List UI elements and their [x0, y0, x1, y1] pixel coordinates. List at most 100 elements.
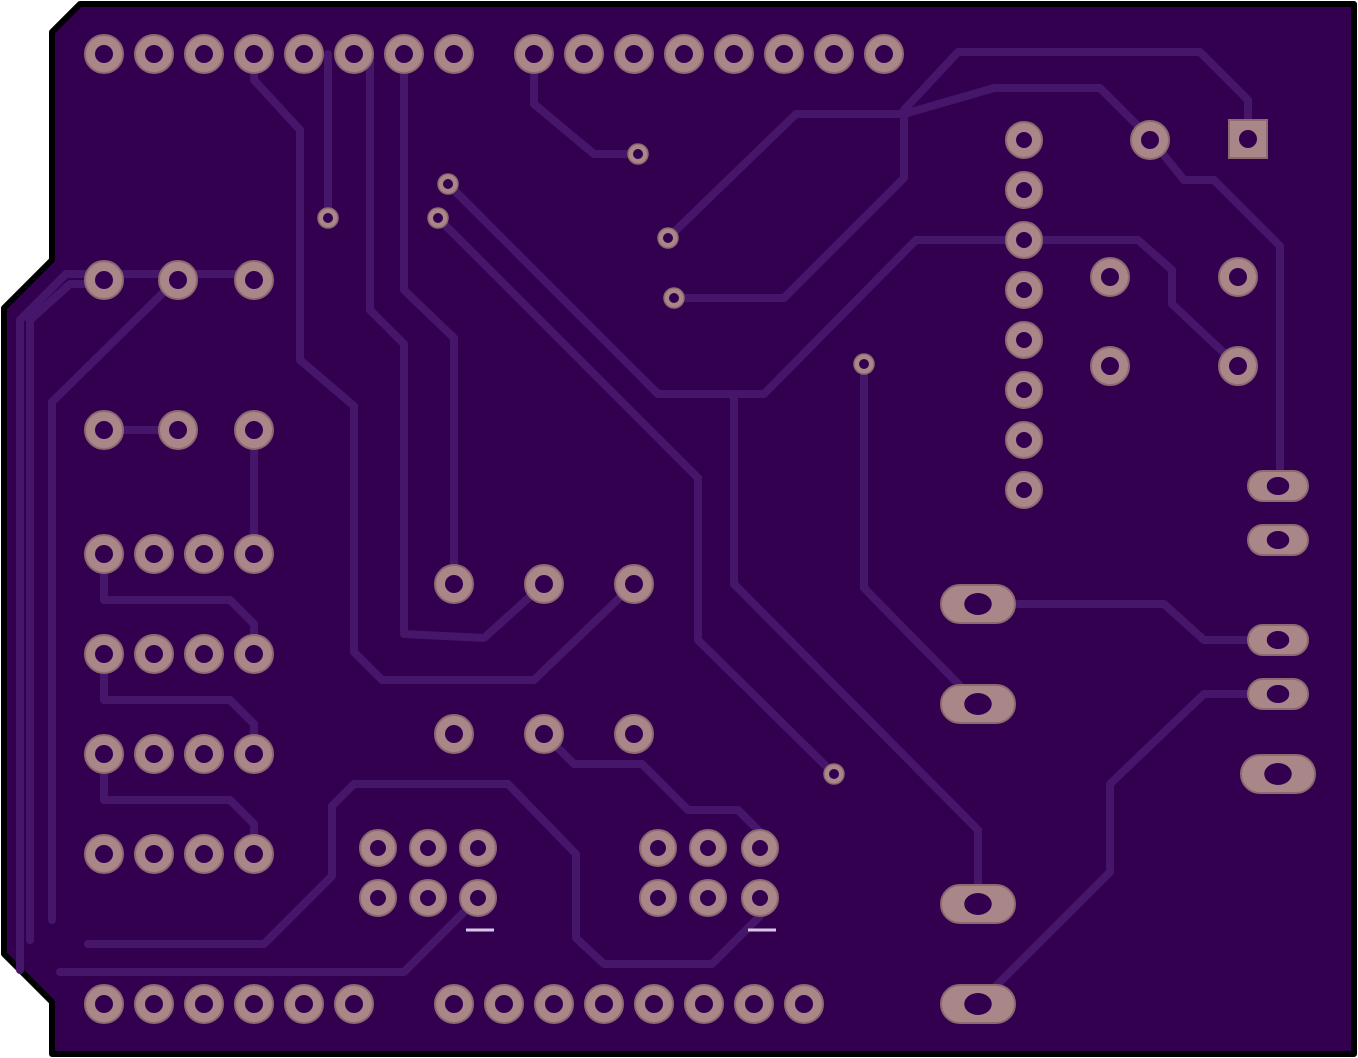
copper-trace [664, 84, 1154, 242]
oval-pad [1240, 754, 1316, 794]
through-hole-pad [134, 834, 174, 874]
through-hole-pad [84, 734, 124, 774]
through-hole-pad [1090, 257, 1130, 297]
through-hole-pad [334, 984, 374, 1024]
through-hole-pad [234, 534, 274, 574]
copper-trace [730, 390, 982, 908]
through-hole-pad [234, 834, 274, 874]
through-hole-pad [134, 734, 174, 774]
through-hole-pad [134, 984, 174, 1024]
through-hole-pad [614, 564, 654, 604]
through-hole-pad [84, 634, 124, 674]
copper-trace [84, 780, 764, 968]
through-hole-pad [84, 534, 124, 574]
via [437, 173, 459, 195]
through-hole-pad [1218, 257, 1258, 297]
through-hole-pad [234, 260, 274, 300]
copper-trace [366, 50, 548, 642]
copper-trace [1014, 600, 1282, 644]
through-hole-pad [234, 634, 274, 674]
oval-pad [940, 984, 1016, 1024]
through-hole-pad [1005, 121, 1043, 159]
through-hole-pad [134, 534, 174, 574]
oval-pad [1247, 678, 1309, 710]
through-hole-pad [814, 34, 854, 74]
through-hole-pad [184, 534, 224, 574]
through-hole-pad [741, 879, 779, 917]
through-hole-pad [158, 260, 198, 300]
through-hole-pad [409, 829, 447, 867]
through-hole-pad [234, 984, 274, 1024]
square-pad [1228, 119, 1268, 159]
through-hole-pad [184, 34, 224, 74]
oval-pad [940, 584, 1016, 624]
through-hole-pad [134, 634, 174, 674]
through-hole-pad [1130, 120, 1170, 160]
through-hole-pad [514, 34, 554, 74]
via [657, 227, 679, 249]
through-hole-pad [334, 34, 374, 74]
oval-pad [940, 684, 1016, 724]
through-hole-pad [284, 984, 324, 1024]
through-hole-pad [1005, 471, 1043, 509]
through-hole-pad [459, 879, 497, 917]
through-hole-pad [234, 410, 274, 450]
through-hole-pad [184, 734, 224, 774]
through-hole-pad [524, 714, 564, 754]
through-hole-pad [484, 984, 524, 1024]
through-hole-pad [684, 984, 724, 1024]
oval-pad [940, 884, 1016, 924]
through-hole-pad [1005, 371, 1043, 409]
through-hole-pad [864, 34, 904, 74]
through-hole-pad [1005, 421, 1043, 459]
through-hole-pad [614, 714, 654, 754]
oval-pad [1247, 524, 1309, 556]
through-hole-pad [434, 34, 474, 74]
through-hole-pad [614, 34, 654, 74]
copper-trace [400, 50, 458, 588]
through-hole-pad [434, 714, 474, 754]
through-hole-pad [714, 34, 754, 74]
through-hole-pad [639, 829, 677, 867]
through-hole-pad [524, 564, 564, 604]
copper-trace [670, 48, 1252, 302]
through-hole-pad [734, 984, 774, 1024]
via [317, 207, 339, 229]
through-hole-pad [184, 634, 224, 674]
through-hole-pad [784, 984, 824, 1024]
through-hole-pad [1090, 346, 1130, 386]
through-hole-pad [184, 834, 224, 874]
through-hole-pad [84, 984, 124, 1024]
through-hole-pad [409, 879, 447, 917]
pads-layer [84, 34, 1316, 1024]
through-hole-pad [84, 834, 124, 874]
through-hole-pad [359, 829, 397, 867]
through-hole-pad [1005, 271, 1043, 309]
copper-trace [530, 50, 642, 158]
oval-pad [1247, 470, 1309, 502]
vias-layer [317, 143, 875, 785]
via [823, 763, 845, 785]
through-hole-pad [84, 410, 124, 450]
through-hole-pad [234, 34, 274, 74]
through-hole-pad [564, 34, 604, 74]
copper-trace [434, 214, 838, 778]
through-hole-pad [384, 34, 424, 74]
through-hole-pad [234, 734, 274, 774]
through-hole-pad [459, 829, 497, 867]
through-hole-pad [284, 34, 324, 74]
copper-trace [56, 894, 482, 976]
through-hole-pad [664, 34, 704, 74]
through-hole-pad [689, 829, 727, 867]
through-hole-pad [434, 984, 474, 1024]
via [853, 353, 875, 375]
through-hole-pad [534, 984, 574, 1024]
via [427, 207, 449, 229]
through-hole-pad [1005, 321, 1043, 359]
through-hole-pad [84, 260, 124, 300]
oval-pad [1247, 624, 1309, 656]
through-hole-pad [158, 410, 198, 450]
through-hole-pad [134, 34, 174, 74]
